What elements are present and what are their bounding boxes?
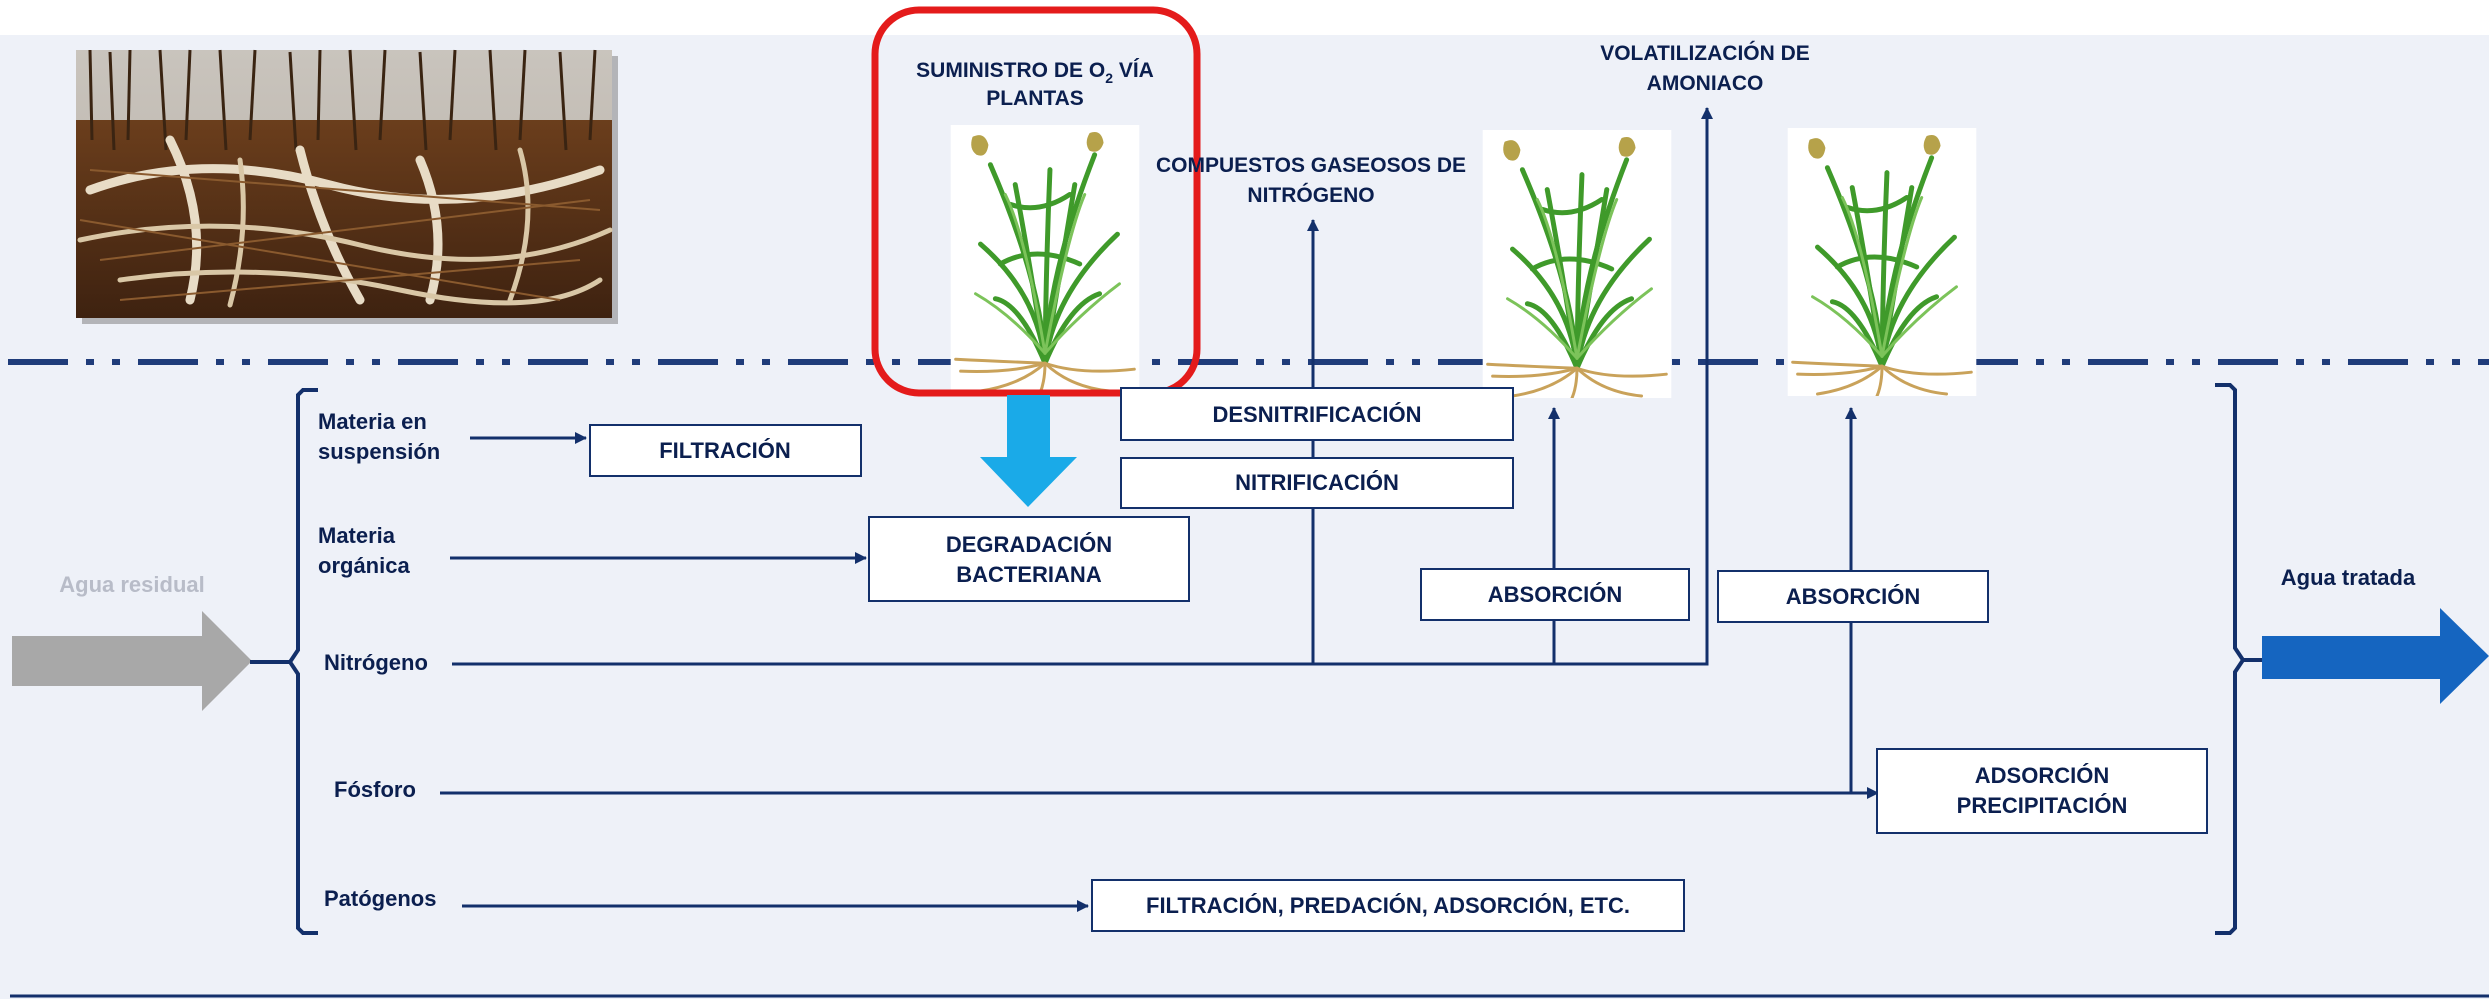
input-label-organic-matter-line2: orgánica <box>318 553 410 578</box>
filtration-label: FILTRACIÓN <box>659 438 791 463</box>
influent-arrow <box>12 611 252 711</box>
volatilization-label-line2: AMONIACO <box>1647 72 1764 95</box>
input-label-suspended-matter-line2: suspensión <box>318 439 440 464</box>
input-label-organic-matter: Materia <box>318 523 396 548</box>
degradation-label: DEGRADACIÓN <box>946 532 1112 557</box>
oxygen-supply-highlight <box>871 6 1201 397</box>
input-label-nitrogen: Nitrógeno <box>324 650 428 675</box>
nitrification-label: NITRIFICACIÓN <box>1235 470 1399 495</box>
volatilization-label: VOLATILIZACIÓN DE <box>1600 41 1810 65</box>
wetland-roots-photo <box>76 49 618 324</box>
effluent-label: Agua tratada <box>2281 565 2416 590</box>
degradation-box <box>868 516 1190 602</box>
gaseous-compounds-label-line2: NITRÓGENO <box>1247 183 1374 207</box>
input-brace <box>250 388 318 935</box>
oxygen-supply-label: SUMINISTRO DE O2 VÍA <box>916 59 1154 86</box>
output-brace <box>2215 383 2262 935</box>
input-label-suspended-matter: Materia en <box>318 409 427 434</box>
input-label-phosphorus: Fósforo <box>334 777 416 802</box>
filtration-box <box>589 424 862 477</box>
absorption-label-2: ABSORCIÓN <box>1786 584 1920 609</box>
adsorption-precipitation-box <box>1876 748 2208 834</box>
nitrification-box <box>1120 457 1514 509</box>
oxygen-flow-arrow <box>980 395 1077 507</box>
pathogen-removal-box <box>1091 879 1685 932</box>
reed-plant-icon <box>951 125 1140 393</box>
adsorption-label: ADSORCIÓN <box>1975 763 2109 788</box>
pathogen-removal-label: FILTRACIÓN, PREDACIÓN, ADSORCIÓN, ETC. <box>1146 893 1630 918</box>
oxygen-supply-label-line2: PLANTAS <box>986 87 1084 110</box>
absorption-box-2 <box>1717 570 1989 623</box>
gaseous-compounds-label: COMPUESTOS GASEOSOS DE <box>1156 154 1466 177</box>
degradation-label-line2: BACTERIANA <box>956 562 1102 587</box>
arrow-nitrogen-to-volatilization <box>452 107 1713 666</box>
effluent-arrow <box>2262 608 2489 704</box>
influent-label: Agua residual <box>59 572 204 597</box>
reed-plant-icon <box>1483 130 1672 398</box>
denitrification-label: DESNITRIFICACIÓN <box>1213 402 1422 427</box>
absorption-label-1: ABSORCIÓN <box>1488 582 1622 607</box>
input-label-pathogens: Patógenos <box>324 886 436 911</box>
absorption-box-1 <box>1420 568 1690 621</box>
denitrification-box <box>1120 387 1514 441</box>
adsorption-label-line2: PRECIPITACIÓN <box>1957 793 2128 818</box>
reed-plant-icon <box>1788 128 1977 396</box>
